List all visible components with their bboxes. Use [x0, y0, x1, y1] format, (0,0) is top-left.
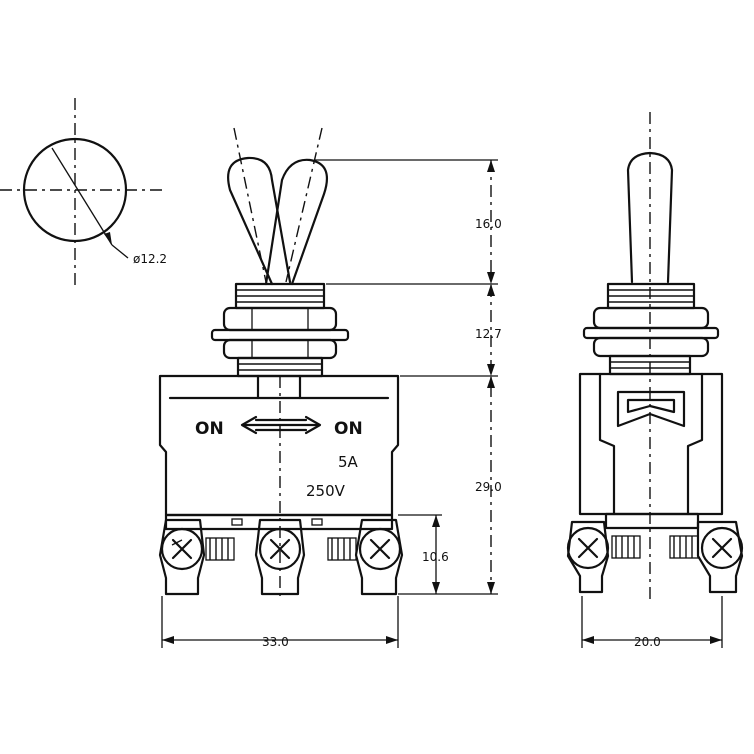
switch-body: [158, 374, 400, 517]
hex-nut: [222, 306, 338, 332]
on-label-left: ON: [195, 419, 224, 439]
dim-body-height: 29.0: [475, 480, 502, 494]
double-arrow-icon: [240, 415, 322, 435]
terminal-right: [354, 518, 404, 596]
spring-left: [205, 537, 235, 561]
side-spring-left: [611, 535, 641, 559]
rating-current: 5A: [338, 453, 359, 471]
lever-right: [264, 158, 328, 286]
side-terminal-right: [696, 520, 744, 594]
hole-diameter-label: ø12.2: [133, 252, 167, 266]
side-terminal-left: [566, 520, 610, 594]
dim-terminal-height: 10.6: [422, 550, 449, 564]
lock-washer: [210, 328, 350, 342]
spring-right: [327, 537, 357, 561]
hole-leader-arrow: [104, 232, 112, 245]
upper-thread-lines: [236, 289, 324, 303]
dim-body-width: 33.0: [262, 635, 289, 649]
side-lever: [626, 151, 674, 284]
rating-voltage: 250V: [306, 482, 346, 500]
side-dimensions: 20.0: [581, 596, 723, 649]
bushing-lower-thread: [236, 356, 324, 378]
lower-nut: [222, 338, 338, 360]
side-view: [566, 112, 744, 600]
side-washer: [582, 326, 720, 340]
side-lower-nut: [592, 336, 710, 358]
on-label-right: ON: [334, 419, 363, 439]
side-spring-right: [669, 535, 699, 559]
dim-side-width: 20.0: [634, 635, 661, 649]
side-body: [578, 372, 724, 516]
side-actuator-window: [616, 390, 686, 428]
panel-hole-symbol: ø12.2: [0, 98, 167, 290]
terminal-left: [158, 518, 206, 596]
dim-bushing-height: 12.7: [475, 327, 502, 341]
lever-right-centerline: [285, 127, 323, 283]
hole-diameter-leader: [51, 147, 113, 246]
dim-lever-height: 16.0: [475, 217, 502, 231]
lever-left: [227, 156, 292, 286]
side-base: [604, 512, 700, 530]
front-view: ON ON 5A 250V: [158, 127, 404, 600]
front-dimensions: 16.0 12.7 29.0 10.6 33.0: [161, 159, 502, 649]
side-hex-nut: [592, 306, 710, 330]
